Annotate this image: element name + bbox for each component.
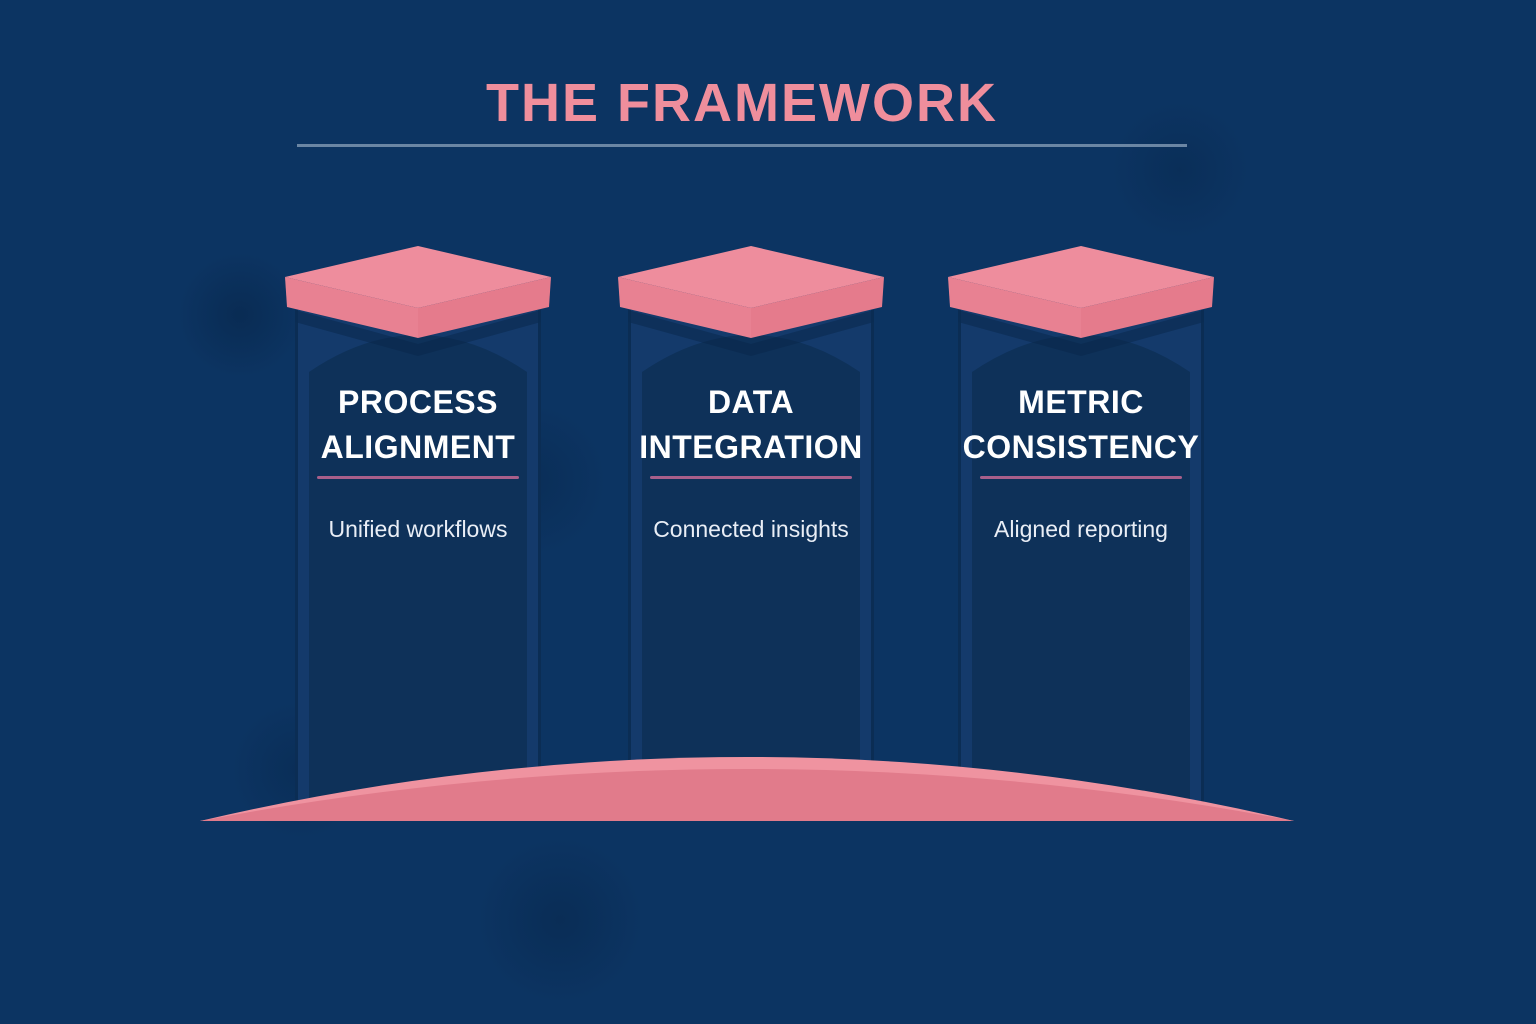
pillar-title-underline bbox=[980, 476, 1182, 479]
pillar-column-shape bbox=[628, 310, 874, 810]
pillar-title-line2: ALIGNMENT bbox=[320, 429, 516, 465]
page-title: THE FRAMEWORK bbox=[486, 73, 998, 133]
title-divider bbox=[297, 144, 1187, 147]
pillar-process-alignment: PROCESS ALIGNMENT Unified workflows bbox=[284, 246, 552, 826]
pillar-cap-3d-box bbox=[948, 246, 1214, 338]
pillar-cap-3d-box bbox=[618, 246, 884, 338]
pillar-title-line1: DATA bbox=[707, 384, 795, 420]
pillar-metric-consistency: METRIC CONSISTENCY Aligned reporting bbox=[947, 246, 1215, 826]
pillar-column-shape bbox=[958, 310, 1204, 810]
pillar-subtitle: Aligned reporting bbox=[994, 516, 1168, 542]
pillar-title: PROCESS ALIGNMENT bbox=[284, 380, 552, 470]
pillar-subtitle: Connected insights bbox=[653, 516, 849, 542]
header: THE FRAMEWORK bbox=[297, 72, 1187, 134]
base-dome-platform bbox=[200, 757, 1294, 821]
pillar-title-underline bbox=[317, 476, 519, 479]
pillar-cap-3d-box bbox=[285, 246, 551, 338]
pillar-title-line2: INTEGRATION bbox=[639, 429, 863, 465]
pillar-title-line2: CONSISTENCY bbox=[962, 429, 1200, 465]
pillar-data-integration: DATA INTEGRATION Connected insights bbox=[617, 246, 885, 826]
pillar-column-shape bbox=[295, 310, 541, 810]
pillar-title-line1: METRIC bbox=[1018, 384, 1144, 420]
pillar-title: METRIC CONSISTENCY bbox=[947, 380, 1215, 470]
pillar-subtitle: Unified workflows bbox=[328, 516, 508, 542]
pillar-title: DATA INTEGRATION bbox=[617, 380, 885, 470]
pillar-title-line1: PROCESS bbox=[338, 384, 498, 420]
pillar-title-underline bbox=[650, 476, 852, 479]
